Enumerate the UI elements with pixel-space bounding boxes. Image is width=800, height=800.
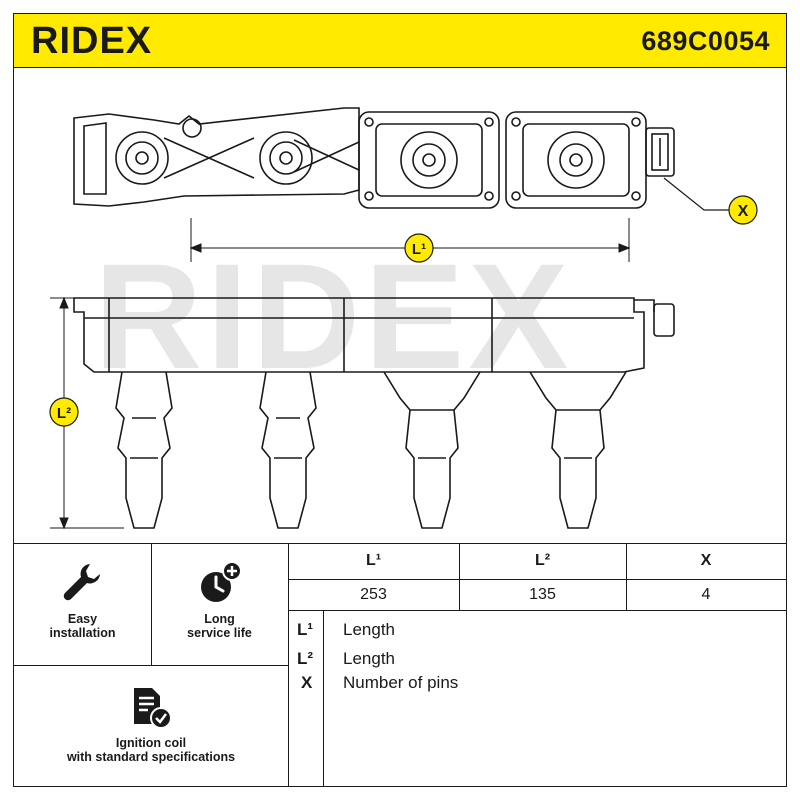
coil-side-view [73, 297, 675, 373]
legend-text-l1: Length [343, 620, 395, 639]
x-leader-line [663, 177, 730, 211]
part-number: 689C0054 [641, 26, 770, 56]
x-callout-label: X [738, 203, 749, 220]
feature-label-line2: installation [49, 626, 116, 640]
brand-logo: RIDEX [31, 22, 152, 58]
l1-callout-label: L¹ [412, 241, 426, 258]
feature-label-line1: Easy [67, 612, 98, 626]
divider [626, 544, 627, 610]
info-panel: Easy installation Long service life Igni… [14, 543, 786, 787]
legend-text-l2: Length [343, 649, 395, 668]
feature-label-line2: service life [187, 626, 252, 640]
coil-boots [115, 371, 627, 529]
spec-header-l2: L² [534, 552, 551, 569]
coil-top-view [73, 107, 675, 209]
divider [151, 544, 152, 665]
spec-value-x: 4 [701, 586, 711, 603]
feature-label-line2: with standard specifications [66, 750, 236, 764]
product-sheet: RIDEX 689C0054 RIDEX [13, 13, 787, 787]
document-check-icon [134, 688, 172, 729]
legend-key-l2: L² [297, 649, 314, 668]
divider [288, 610, 786, 611]
wrench-icon [63, 564, 100, 601]
divider [14, 665, 288, 666]
feature-label-line1: Ignition coil [115, 736, 187, 750]
divider [323, 610, 324, 787]
feature-label-line1: Long [204, 612, 235, 626]
l1-callout-badge [404, 233, 434, 263]
clock-plus-icon [200, 561, 242, 602]
feature-standard-specifications: Ignition coil with standard specificatio… [14, 684, 288, 764]
spec-header-x: X [700, 552, 712, 569]
spec-value-l1: 253 [360, 586, 387, 603]
feature-easy-installation: Easy installation [14, 560, 151, 640]
technical-drawing: RIDEX [49, 107, 758, 530]
divider [288, 544, 289, 787]
header-bar: RIDEX 689C0054 [14, 14, 786, 68]
coil-top-rosettes [115, 131, 605, 189]
legend-key-l1: L¹ [297, 620, 314, 639]
brand-logo-text: RIDEX [31, 22, 152, 58]
x-callout-badge [728, 195, 758, 225]
divider [288, 579, 786, 580]
feature-long-service-life: Long service life [151, 560, 288, 640]
l2-callout-label: L² [57, 405, 71, 422]
l2-callout-badge [49, 397, 79, 427]
legend-text-x: Number of pins [343, 673, 459, 692]
legend-key-x: X [301, 673, 313, 692]
spec-header-l1: L¹ [365, 552, 382, 569]
spec-value-l2: 135 [529, 586, 556, 603]
divider [459, 544, 460, 610]
